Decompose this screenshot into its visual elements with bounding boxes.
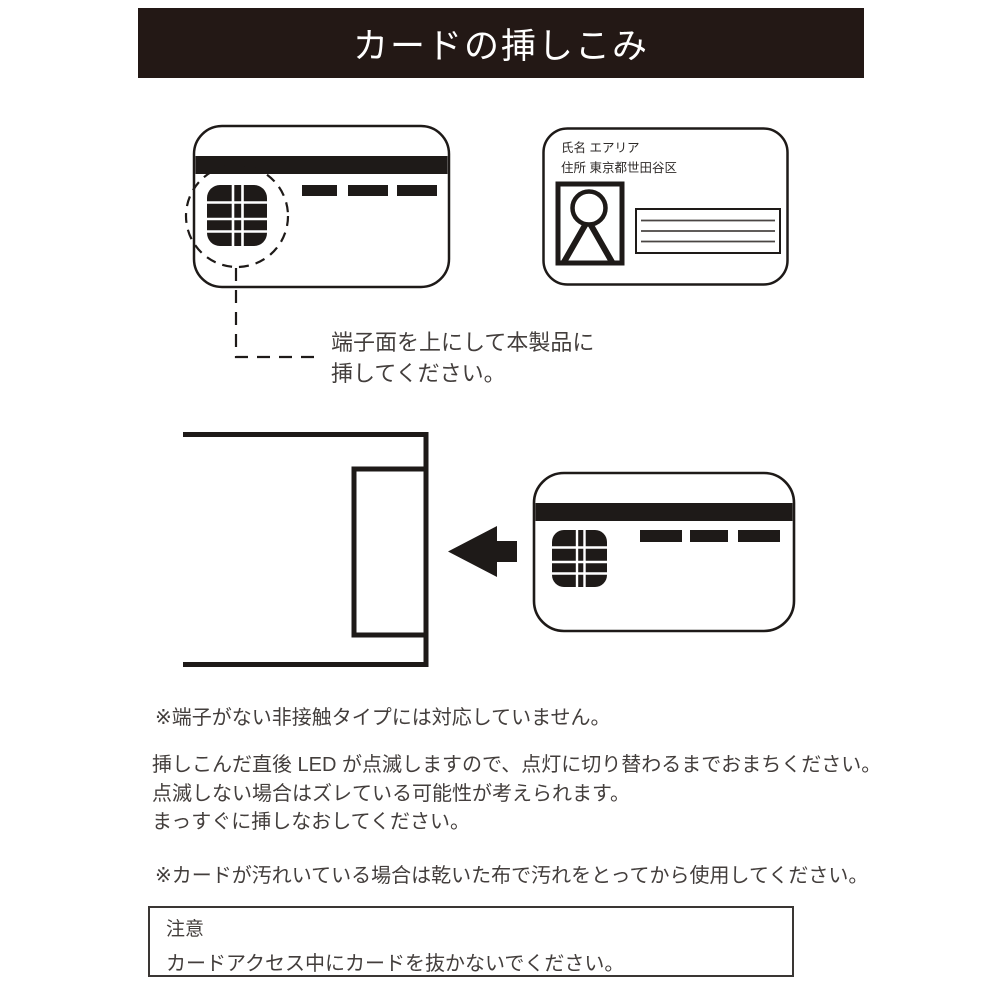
photo-placeholder: [555, 181, 625, 266]
led-instructions-line3: まっすぐに挿しなおしてください。: [152, 811, 470, 833]
insert-caption-line1: 端子面を上にして本製品に: [331, 330, 595, 355]
text-lines-box: [635, 208, 781, 254]
leader-line: [234, 268, 318, 359]
card-reader-illustration: [183, 432, 429, 667]
magnetic-stripe: [195, 156, 448, 174]
id-card-illustration: [542, 127, 789, 286]
section-title-bar: カードの挿しこみ: [138, 8, 864, 78]
ic-card-insert-illustration: [532, 471, 796, 633]
note-dirty-card: ※カードが汚れいている場合は乾いた布で汚れをとってから使用してください。: [155, 865, 869, 887]
magnetic-stripe: [535, 503, 793, 521]
id-card-address-line: 住所 東京都世田谷区: [561, 161, 677, 175]
card-slot: [351, 466, 429, 638]
person-head-icon: [570, 189, 608, 227]
led-instructions-line2: 点滅しない場合はズレている可能性が考えられます。: [152, 782, 630, 805]
led-instructions-line1: 挿しこんだ直後 LED が点滅しますので、点灯に切り替わるまでおまちください。: [152, 754, 882, 776]
insert-caption-line2: 挿してください。: [331, 361, 506, 386]
id-card-text: 氏名 エアリア 住所 東京都世田谷区: [561, 138, 677, 178]
insert-caption: 端子面を上にして本製品に 挿してください。: [331, 327, 594, 389]
page-title: カードの挿しこみ: [352, 26, 649, 66]
note-contactless: ※端子がない非接触タイプには対応していません。: [155, 707, 611, 729]
caution-body: カードアクセス中にカードを抜かないでください。: [166, 953, 625, 975]
chip-highlight-dashed-circle: [184, 163, 290, 269]
insert-arrow-icon: [448, 526, 517, 577]
led-instructions: 挿しこんだ直後 LED が点滅しますので、点灯に切り替わるまでおまちください。 …: [152, 751, 881, 837]
id-card-name-line: 氏名 エアリア: [561, 141, 640, 155]
card-number-dashes: [640, 530, 780, 542]
chip-icon: [207, 185, 267, 246]
caution-title: 注意: [166, 919, 205, 940]
chip-icon: [552, 530, 607, 587]
ic-card-front-illustration: [184, 124, 451, 359]
card-number-dashes: [302, 185, 437, 196]
caution-box: 注意 カードアクセス中にカードを抜かないでください。: [148, 906, 794, 977]
